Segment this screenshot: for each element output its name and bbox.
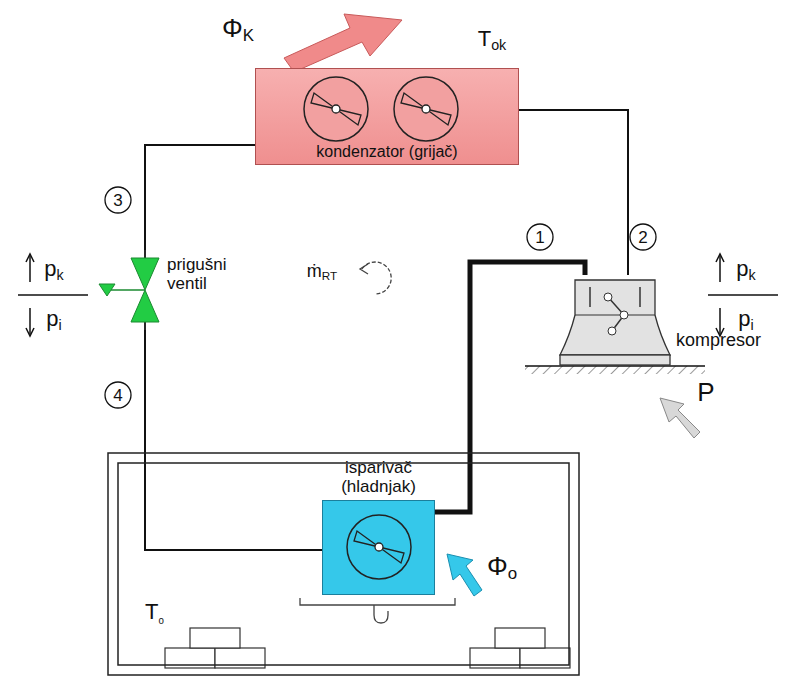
flux-symbol: ΦK [222, 15, 254, 45]
drain-trap [374, 605, 388, 623]
callout-number: 2 [638, 229, 647, 246]
pipe-line [145, 330, 322, 550]
evaporator-box-art [323, 501, 436, 596]
part-name: prigušni ventil [167, 256, 247, 293]
part-name: isparivač (hladnjak) [319, 459, 439, 496]
compressor-symbol: kompresor [560, 275, 670, 365]
cold-room: Tₒ isparivač (hladnjak) [107, 452, 580, 676]
pipe-line [519, 110, 628, 275]
pressure-label: pk [44, 258, 63, 282]
mass-flow-label: ṁRT [307, 262, 337, 282]
pressure-label: pi [738, 308, 753, 332]
part-name: kompresor [676, 331, 761, 351]
flux-symbol: Φo [487, 553, 517, 583]
foundation-hatch [525, 366, 705, 374]
pressure-label: pk [736, 258, 755, 282]
flow-circle-arrow [362, 262, 391, 294]
heat-arrow [284, 14, 402, 72]
pipe-line [145, 145, 255, 250]
state-circle [105, 187, 656, 408]
goods-crates [165, 628, 570, 668]
throttle-valve: prigušni ventil [95, 250, 240, 330]
pressure-mark [18, 254, 88, 336]
temperature-label: Tₒ [145, 600, 164, 626]
callout-number: 4 [113, 387, 122, 404]
cold-arrow [447, 554, 482, 596]
pressure-mark [708, 254, 778, 336]
callout-number: 3 [113, 192, 122, 209]
condenser-box: kondenzator (grijač) [255, 68, 519, 165]
pipe-line [435, 262, 585, 512]
drip-tray [300, 598, 455, 605]
part-name: kondenzator (grijač) [256, 143, 518, 161]
power-arrow [660, 398, 700, 438]
evaporator-box: isparivač (hladnjak) [322, 500, 435, 595]
pressure-label: pi [46, 308, 61, 332]
power-symbol: P [697, 379, 714, 405]
flow-arrowhead [360, 264, 368, 274]
compressor-symbol-art [560, 275, 670, 365]
temperature-label: Tok [478, 28, 507, 52]
callout-number: 1 [535, 229, 544, 246]
